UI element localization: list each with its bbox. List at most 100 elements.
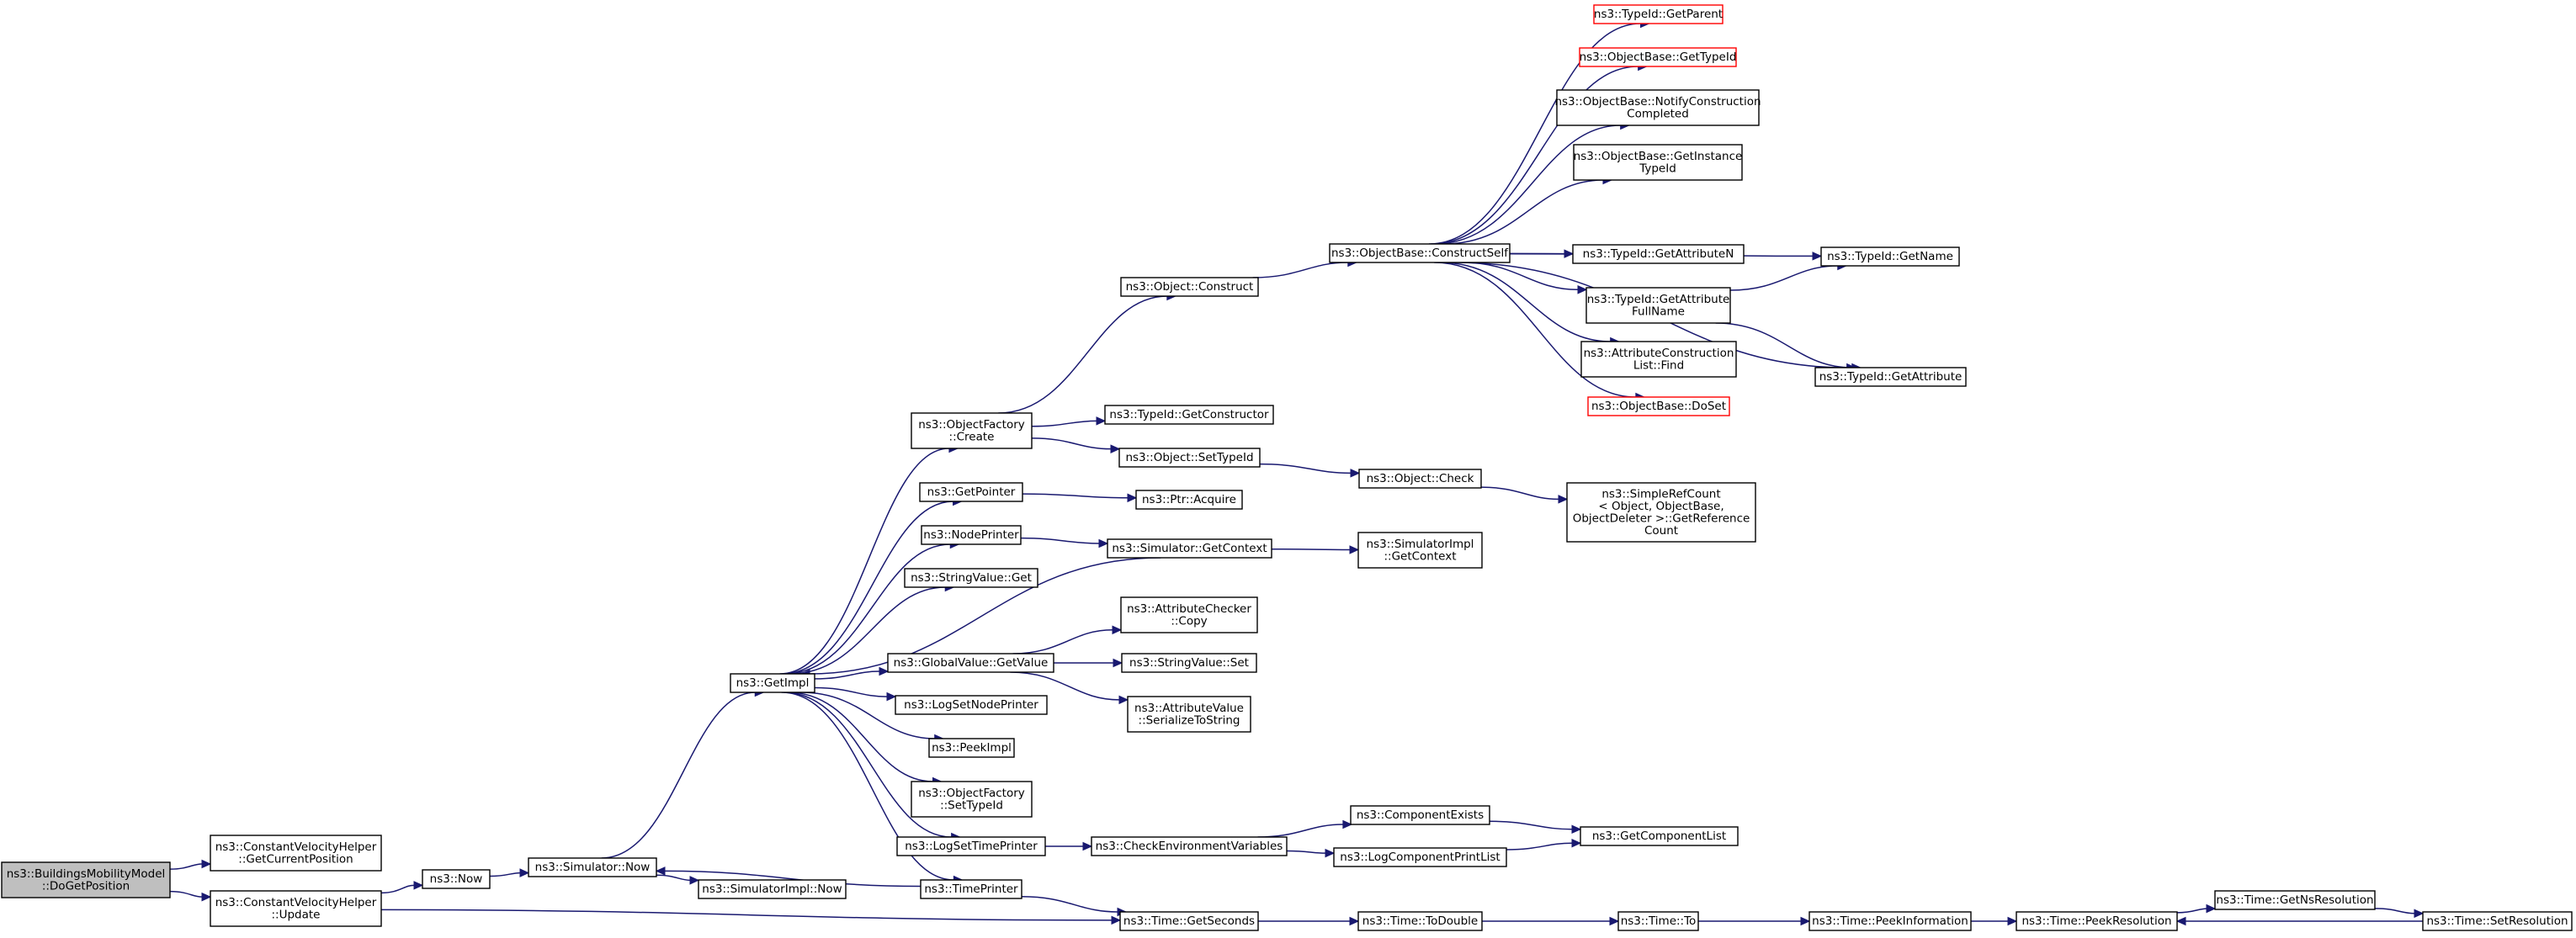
node-box: [896, 836, 1046, 856]
edge-timeprinter-to-time_getseconds: [1021, 896, 1128, 917]
node-root[interactable]: ns3::BuildingsMobilityModel::DoGetPositi…: [1, 861, 171, 898]
edge-sim_now-to-getimpl: [601, 687, 765, 859]
node-time-getnsres[interactable]: ns3::Time::GetNsResolution: [2214, 890, 2376, 910]
node-typeid-getname[interactable]: ns3::TypeId::GetName: [1820, 246, 1960, 267]
node-time-to[interactable]: ns3::Time::To: [1617, 911, 1699, 931]
node-objbase-gettypeid[interactable]: ns3::ObjectBase::GetTypeId: [1579, 47, 1737, 67]
edge-componentexists-to-getcomponentlist: [1489, 820, 1582, 835]
node-nodeprinter[interactable]: ns3::NodePrinter: [921, 525, 1022, 545]
edge-nodeprinter-to-sim_getcontext: [1020, 537, 1109, 548]
node-label: ns3::Simulator::Now: [535, 861, 651, 874]
node-objbase-constructself[interactable]: ns3::ObjectBase::ConstructSelf: [1329, 243, 1511, 263]
node-of-settypeid[interactable]: ns3::ObjectFactory::SetTypeId: [911, 781, 1033, 818]
node-logcomponentprintlist[interactable]: ns3::LogComponentPrintList: [1333, 847, 1507, 867]
node-typeid-getconstructor[interactable]: ns3::TypeId::GetConstructor: [1104, 405, 1274, 425]
node-typeid-getattributen[interactable]: ns3::TypeId::GetAttributeN: [1572, 244, 1745, 264]
node-typeid-getattribute[interactable]: ns3::TypeId::GetAttribute: [1814, 367, 1967, 387]
node-attrchecker-copy[interactable]: ns3::AttributeChecker::Copy: [1120, 596, 1258, 633]
node-obj-check[interactable]: ns3::Object::Check: [1358, 469, 1482, 489]
edge-line: [1729, 265, 1838, 291]
node-stringvalue-set[interactable]: ns3::StringValue::Set: [1121, 653, 1257, 673]
node-time-setres[interactable]: ns3::Time::SetResolution: [2422, 911, 2573, 931]
arrowhead: [1082, 841, 1093, 851]
node-simimpl-now[interactable]: ns3::SimulatorImpl::Now: [698, 879, 847, 899]
node-objbase-doset[interactable]: ns3::ObjectBase::DoSet: [1587, 396, 1730, 416]
arrowhead: [879, 666, 890, 676]
node-label: < Object, ObjectBase,: [1598, 500, 1724, 513]
node-getcomponentlist[interactable]: ns3::GetComponentList: [1580, 826, 1739, 846]
edge-obj_check-to-simplerefcount: [1480, 486, 1569, 504]
arrowhead: [1349, 545, 1360, 554]
node-obj-construct[interactable]: ns3::Object::Construct: [1120, 277, 1259, 297]
edge-line: [1031, 437, 1112, 450]
edge-now-to-sim_now: [489, 868, 530, 877]
node-box: [1566, 482, 1756, 543]
node-componentexists[interactable]: ns3::ComponentExists: [1350, 805, 1490, 825]
arrowhead: [2414, 909, 2425, 919]
node-box: [1, 861, 171, 898]
edge-gv_getvalue-to-stringvalue_set: [1054, 658, 1123, 668]
node-label: ns3::ObjectFactory: [918, 787, 1025, 800]
node-box: [210, 835, 382, 872]
node-sim-now[interactable]: ns3::Simulator::Now: [528, 857, 657, 877]
node-label: ns3::SimulatorImpl::Now: [702, 882, 842, 896]
node-label: ns3::TypeId::GetAttribute: [1587, 293, 1730, 306]
node-cvh-update[interactable]: ns3::ConstantVelocityHelper::Update: [210, 890, 382, 927]
arrowhead: [1609, 916, 1620, 926]
edge-line: [656, 874, 691, 882]
node-attrvalue-ser[interactable]: ns3::AttributeValue::SerializeToString: [1127, 696, 1251, 733]
node-box: [1572, 244, 1745, 264]
edge-line: [814, 670, 880, 680]
node-box: [1573, 144, 1743, 181]
node-checkenv[interactable]: ns3::CheckEnvironmentVariables: [1091, 836, 1288, 856]
node-simplerefcount[interactable]: ns3::SimpleRefCount< Object, ObjectBase,…: [1566, 482, 1756, 543]
arrowhead: [1577, 285, 1588, 294]
node-timeprinter[interactable]: ns3::TimePrinter: [920, 879, 1022, 899]
node-time-todouble[interactable]: ns3::Time::ToDouble: [1357, 911, 1483, 931]
arrowhead: [1800, 916, 1811, 926]
node-cvh-getpos[interactable]: ns3::ConstantVelocityHelper::GetCurrentP…: [210, 835, 382, 872]
node-obj-settypeid[interactable]: ns3::Object::SetTypeId: [1118, 448, 1261, 468]
node-gv-getvalue[interactable]: ns3::GlobalValue::GetValue: [887, 653, 1054, 673]
node-box: [210, 890, 382, 927]
node-simimpl-getcontext[interactable]: ns3::SimulatorImpl::GetContext: [1357, 532, 1483, 569]
node-box: [904, 568, 1038, 588]
arrowhead: [1118, 695, 1129, 705]
edge-line: [1257, 824, 1343, 838]
node-time-peekres[interactable]: ns3::Time::PeekResolution: [2016, 911, 2178, 931]
arrowhead: [1110, 444, 1121, 453]
node-box: [1333, 847, 1507, 867]
node-label: ns3::LogComponentPrintList: [1340, 851, 1500, 864]
node-sim-getcontext[interactable]: ns3::Simulator::GetContext: [1107, 538, 1272, 559]
node-time-peekinfo[interactable]: ns3::Time::PeekInformation: [1809, 911, 1972, 931]
node-box: [1617, 911, 1699, 931]
node-label: ns3::GetPointer: [927, 485, 1016, 499]
node-getpointer[interactable]: ns3::GetPointer: [919, 482, 1023, 502]
node-stringvalue-get[interactable]: ns3::StringValue::Get: [904, 568, 1038, 588]
node-objbase-notify[interactable]: ns3::ObjectBase::NotifyConstructionCompl…: [1554, 89, 1761, 126]
node-now[interactable]: ns3::Now: [422, 869, 491, 889]
node-typeid-getparent[interactable]: ns3::TypeId::GetParent: [1593, 4, 1724, 24]
node-peekimpl[interactable]: ns3::PeekImpl: [928, 738, 1015, 758]
node-logsetnodeprinter[interactable]: ns3::LogSetNodePrinter: [895, 695, 1048, 715]
node-of-create[interactable]: ns3::ObjectFactory::Create: [911, 412, 1033, 449]
node-getimpl[interactable]: ns3::GetImpl: [730, 673, 815, 693]
node-label: ObjectDeleter >::GetReference: [1573, 511, 1750, 525]
node-label: ns3::Now: [430, 872, 483, 886]
edge-line: [2176, 908, 2207, 914]
edge-line: [1440, 262, 1611, 342]
node-label: ::SetTypeId: [940, 798, 1003, 812]
arrowhead: [1098, 538, 1109, 548]
node-ptr-acquire[interactable]: ns3::Ptr::Acquire: [1135, 490, 1243, 510]
node-logsettimeprinter[interactable]: ns3::LogSetTimePrinter: [896, 836, 1046, 856]
arrowhead: [1571, 838, 1582, 848]
node-label: ns3::Simulator::GetContext: [1112, 542, 1267, 555]
edge-line: [1434, 125, 1621, 245]
node-label: ns3::Object::Check: [1367, 472, 1474, 485]
node-time-getseconds[interactable]: ns3::Time::GetSeconds: [1119, 911, 1259, 931]
edge-time_peekres-to-time_getnsres: [2176, 904, 2217, 914]
